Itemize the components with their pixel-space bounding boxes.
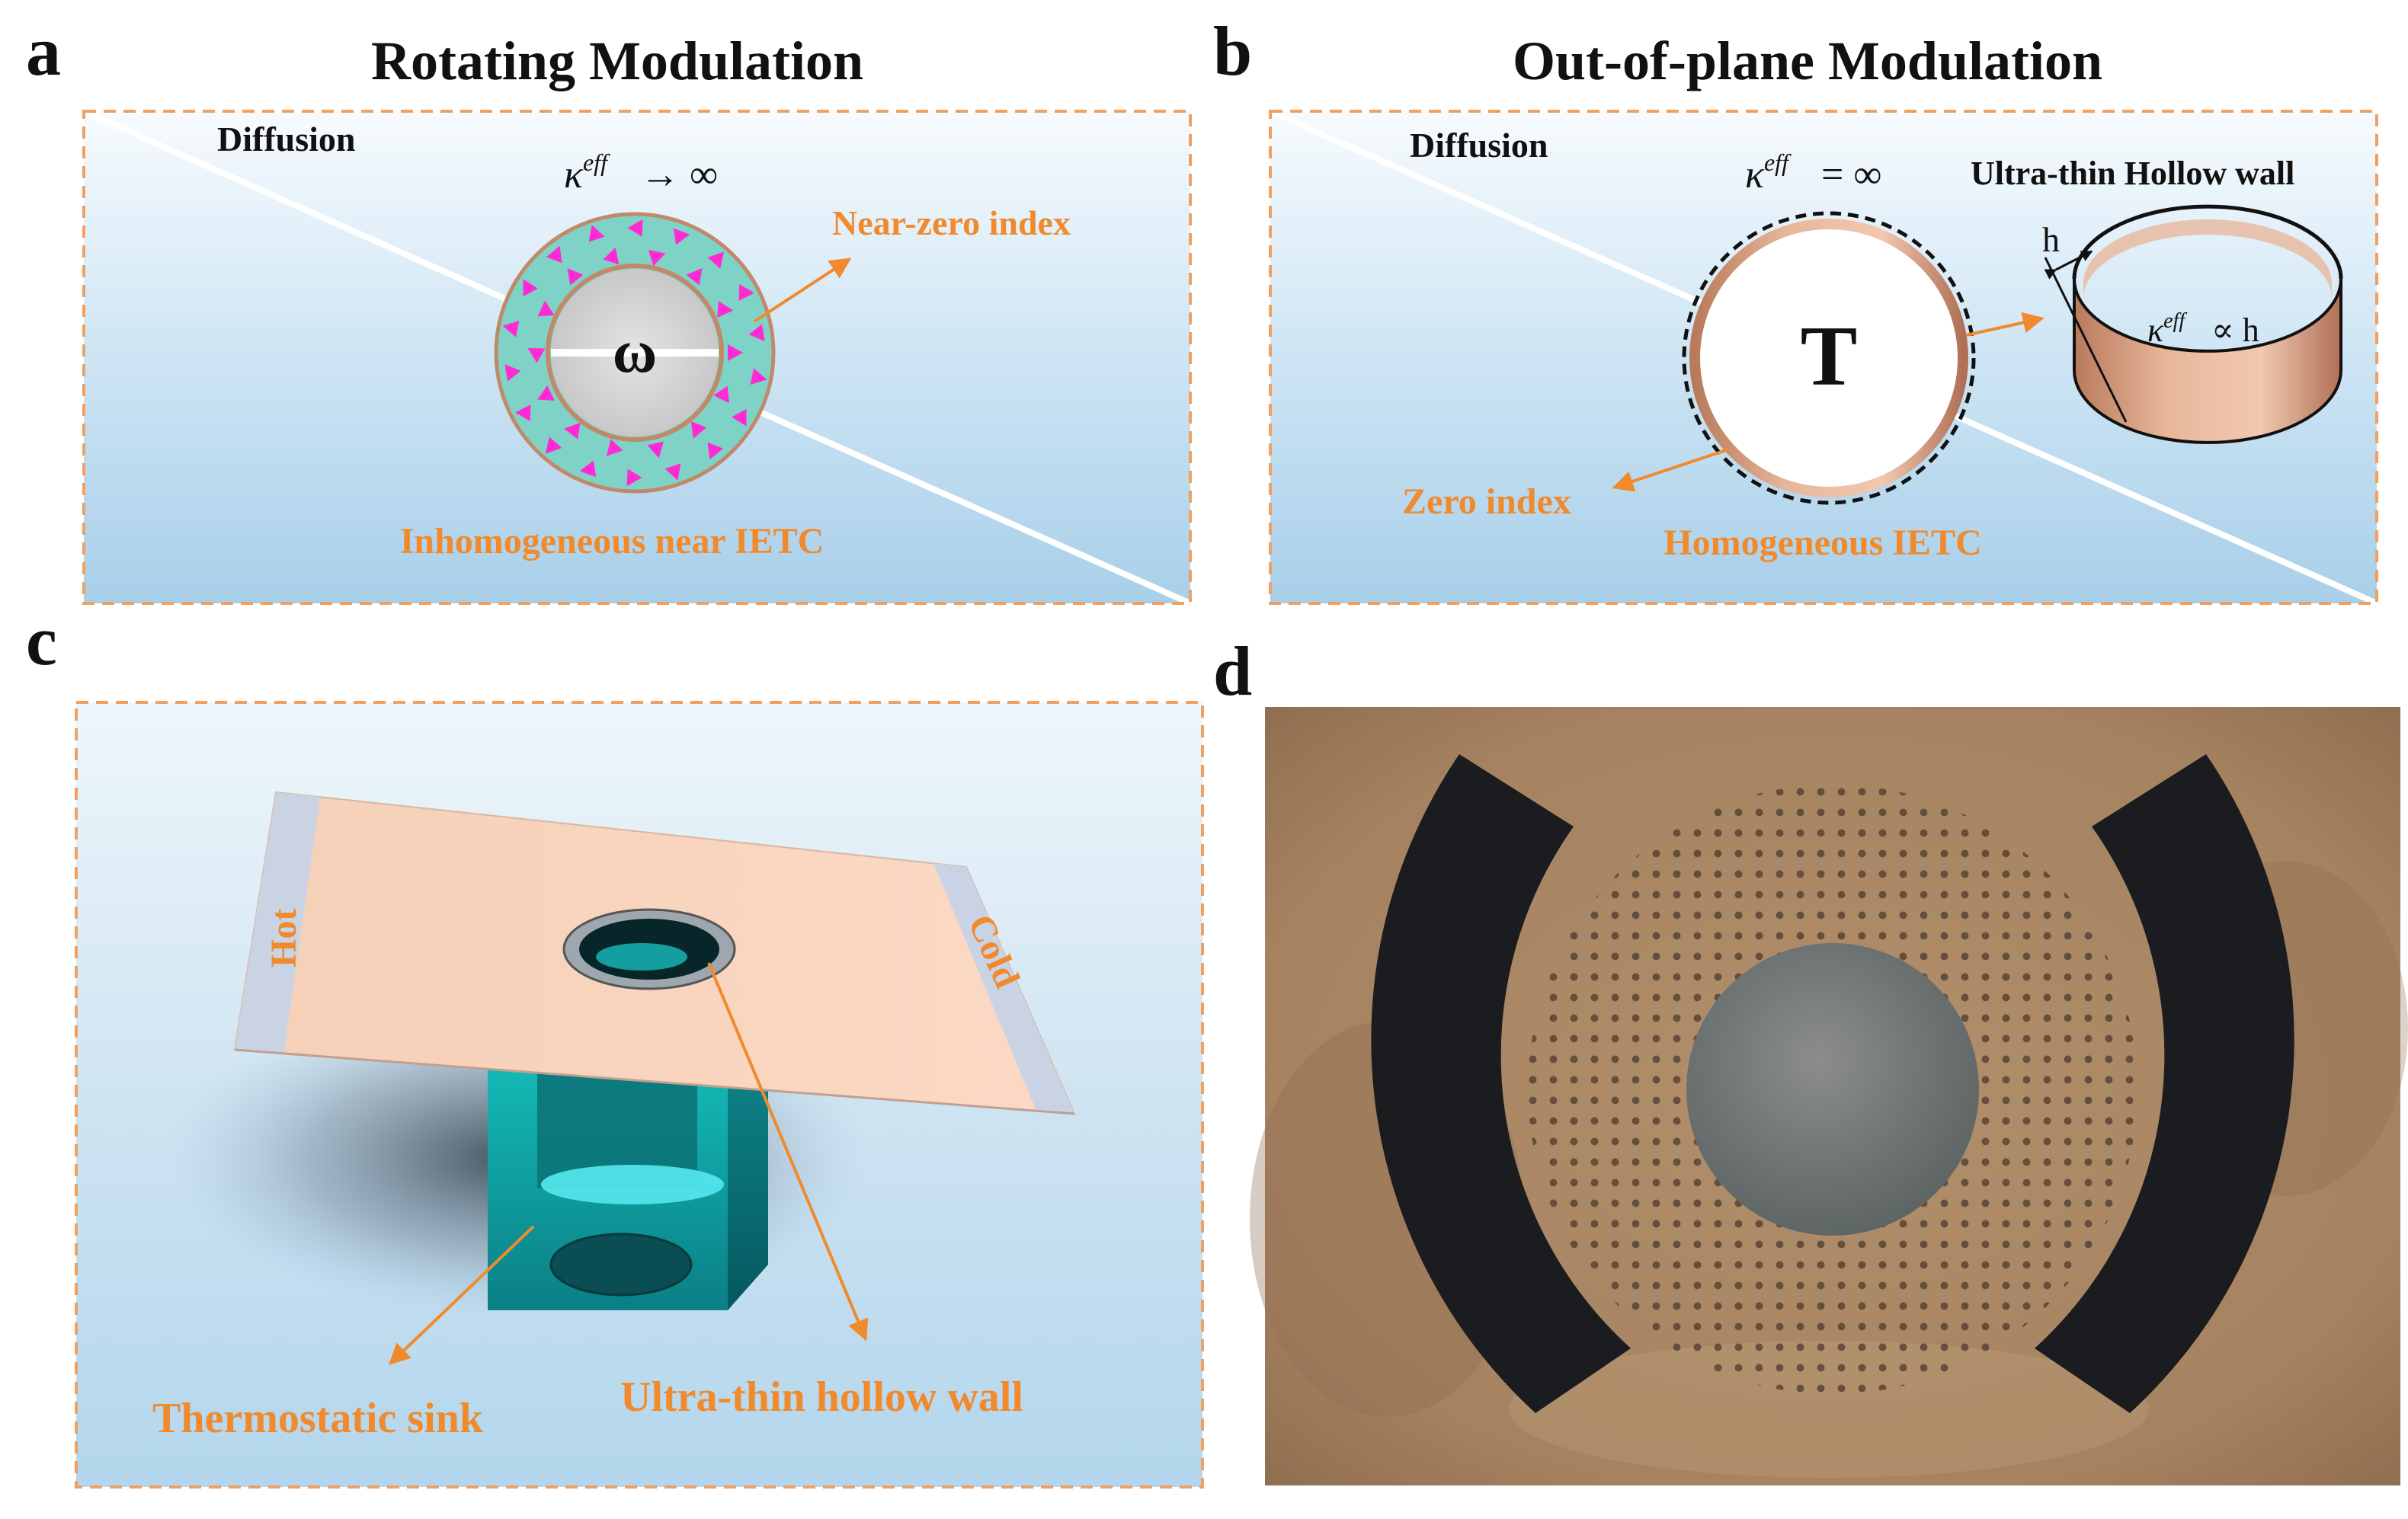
- sink-label: Thermostatic sink: [152, 1395, 484, 1442]
- magenta-triangle: [567, 268, 584, 286]
- magenta-triangle: [606, 439, 623, 456]
- magenta-triangle: [728, 344, 743, 361]
- magenta-triangle: [527, 348, 546, 363]
- panel-a-inner-ring-edge: [546, 264, 724, 442]
- zero-index-arrow: [1612, 448, 1729, 492]
- magenta-triangle: [579, 460, 597, 478]
- ring-kappa: κeff: [2147, 309, 2187, 349]
- magenta-triangle: [502, 321, 520, 337]
- panel-a: a Rotating Modulation Diffusion κeff → ∞…: [26, 12, 1192, 605]
- magenta-triangle: [732, 408, 747, 427]
- magenta-triangle: [738, 283, 754, 301]
- magenta-triangle: [673, 228, 690, 245]
- magenta-triangle: [690, 421, 707, 439]
- hot-strip: [235, 792, 320, 1054]
- panel-c: c Hot Cold Thermostatic s: [26, 602, 1204, 1489]
- panel-a-near-zero-arrow: [753, 257, 852, 323]
- panel-d: d: [1213, 632, 2408, 1485]
- right-dark-arc: [2035, 754, 2294, 1413]
- panel-a-bottom-label: Inhomogeneous near IETC: [400, 521, 825, 561]
- panel-a-omega: ω: [613, 318, 657, 385]
- magenta-triangle: [504, 364, 521, 382]
- panel-a-kappa: κeff: [564, 149, 610, 197]
- magenta-triangle: [523, 279, 538, 297]
- panel-b-kappa: κeff: [1745, 149, 1792, 197]
- ring-kappa-relation: ∝ h: [2211, 312, 2259, 349]
- panel-b-dashed-circle: [1682, 211, 1976, 505]
- panel-a-near-zero-label: Near-zero index: [832, 203, 1071, 242]
- center-disk: [1686, 943, 1979, 1236]
- panel-d-letter: d: [1213, 632, 1252, 710]
- magenta-triangle: [546, 245, 562, 264]
- panel-b-kappa-relation: = ∞: [1821, 153, 1881, 197]
- cube-inner-glow: [541, 1165, 724, 1204]
- panel-b-diffusion-label: Diffusion: [1410, 126, 1548, 165]
- magenta-triangle: [748, 324, 765, 341]
- magenta-triangle: [603, 247, 620, 265]
- sink-arrow: [388, 1225, 535, 1365]
- panel-b-copper-wall: [1689, 219, 1968, 497]
- magenta-triangle: [588, 225, 605, 242]
- panel-b-letter: b: [1213, 12, 1252, 90]
- wall-to-ring-arrow: [1965, 312, 2045, 337]
- panel-b-T-symbol: T: [1801, 309, 1858, 404]
- heat-plate: Hot Cold: [233, 791, 1076, 1115]
- wall-label: Ultra-thin hollow wall: [620, 1373, 1023, 1421]
- hot-label: Hot: [264, 909, 304, 967]
- panel-b: b Out-of-plane Modulation Diffusion κeff…: [1213, 12, 2378, 605]
- cube-bottom-hole: [549, 1233, 693, 1297]
- wall-arrow: [707, 962, 869, 1342]
- panel-c-dashed-border: [75, 701, 1204, 1489]
- panel-b-bottom-label: Homogeneous IETC: [1664, 523, 1981, 563]
- cold-strip: [933, 863, 1074, 1114]
- hollow-wall-ring: [2072, 204, 2343, 444]
- magenta-triangle: [648, 250, 666, 267]
- panel-a-dashed-border: [82, 110, 1192, 605]
- left-dark-arc: [1371, 754, 1631, 1413]
- panel-b-dashed-border: [1269, 110, 2378, 605]
- zero-index-label: Zero index: [1402, 481, 1571, 522]
- panel-a-diffusion-label: Diffusion: [217, 120, 355, 158]
- magenta-triangle: [717, 301, 734, 318]
- magenta-triangle: [664, 463, 681, 481]
- panel-a-title: Rotating Modulation: [371, 30, 863, 91]
- ring-body: [2073, 278, 2342, 444]
- magenta-triangle: [626, 468, 642, 487]
- h-arrow: [2044, 250, 2093, 280]
- magenta-triangle: [537, 300, 555, 317]
- hollow-wall-label: Ultra-thin Hollow wall: [1971, 155, 2294, 192]
- ring-inner-face: [2083, 219, 2332, 299]
- plate-edge: [234, 1048, 1075, 1115]
- photo-mottle-3: [1509, 1341, 2149, 1478]
- panel-a-letter: a: [26, 12, 61, 90]
- hole-inner-glow: [596, 943, 687, 971]
- panel-b-title: Out-of-plane Modulation: [1513, 30, 2102, 91]
- magenta-triangle: [686, 268, 703, 286]
- magenta-triangle: [515, 405, 531, 422]
- magenta-triangle: [627, 219, 643, 237]
- magenta-triangle: [707, 442, 723, 460]
- h-dimension-line: [2044, 257, 2128, 423]
- magenta-triangle: [564, 422, 581, 440]
- panel-a-kappa-relation: → ∞: [640, 153, 718, 197]
- magenta-triangle: [707, 251, 725, 269]
- magenta-triangle: [545, 437, 562, 454]
- panel-a-triangles: [502, 219, 767, 487]
- panel-c-letter: c: [26, 602, 57, 680]
- h-label: h: [2042, 220, 2060, 259]
- magenta-triangle: [713, 385, 729, 404]
- magenta-triangle: [750, 368, 767, 385]
- ring-inner-back: [2072, 204, 2343, 280]
- magenta-triangle: [647, 441, 664, 459]
- magenta-triangle: [537, 385, 555, 401]
